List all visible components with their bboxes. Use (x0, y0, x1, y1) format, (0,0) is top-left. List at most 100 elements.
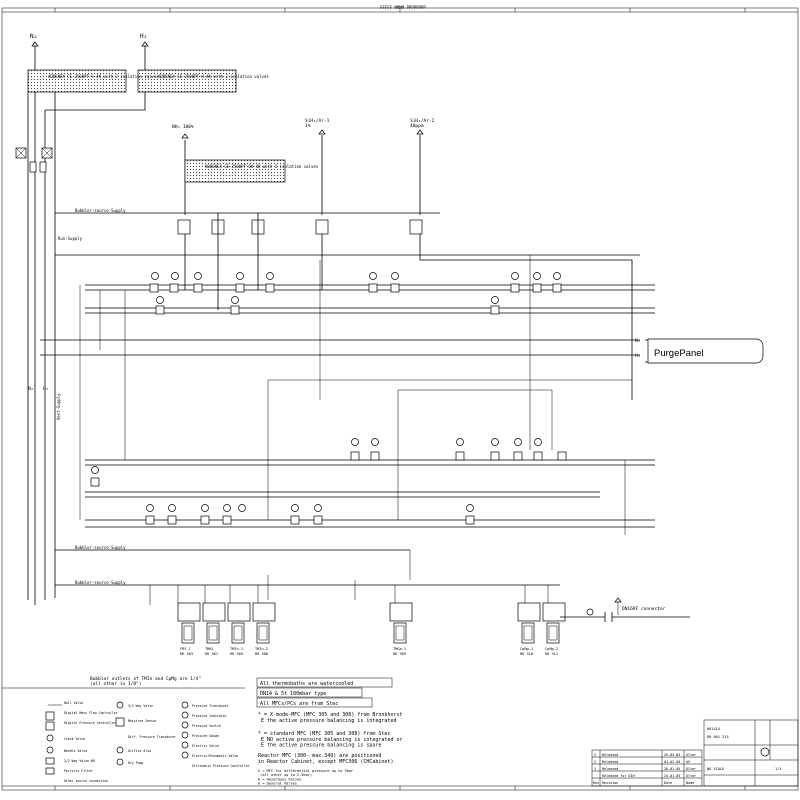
filter-icons-left (15, 147, 53, 173)
legend-2: Digital Pressure Controller (64, 721, 116, 725)
legend-8: Particle Filter (64, 769, 93, 773)
rev-4-text: Revision (602, 781, 618, 785)
frame-title: FFFFF MMMM PPPPPPPP (380, 5, 426, 10)
bubbler-cpmg1-name: CpMg-1 (520, 647, 533, 651)
bubbler-tmga1-name: TMGa-1 (393, 647, 406, 651)
legend3-6: Ultrasonic Pressure Controller (192, 764, 250, 768)
bubbler-row (177, 602, 566, 644)
rev-2-date: 26.01.05 (664, 767, 680, 771)
rev-0-by: Ulter (686, 753, 696, 757)
n2-source-label: N₂ (30, 33, 37, 40)
bubbler-tmin2 (252, 602, 276, 644)
input-nh3-label: NH₃ 100% (172, 124, 194, 130)
legend-10: Other source connection (64, 779, 108, 783)
legend-4: Check Valve (64, 737, 85, 741)
title-scale: NO SCALE (707, 767, 724, 771)
purge-panel-label: PurgePanel (654, 348, 704, 359)
valve-block-nh3-label: ADDENEX CE-2500PT-6K-4K with 2 isolation… (205, 164, 319, 169)
revision-rows: 3 Released 29.03.05 Ulter 2 Released 01.… (593, 753, 696, 785)
bubbler-tmin2-code: RH 306 (255, 652, 268, 656)
title-block (703, 719, 799, 787)
bubbler-tmin2-name: TMIn-2 (255, 647, 268, 651)
note-4: * = standard MFC (MFC 305 and 308) from … (258, 731, 403, 749)
note-6: X = MFC for differential pressure up to … (258, 769, 354, 785)
nh3-arrow-icon (181, 133, 189, 139)
valve-block-n2 (27, 69, 127, 93)
legend3-2: Pressure Switch (192, 724, 221, 728)
valve-block-n2-label: ADDENEX CE-2500PT-S-4K with 2 isolation … (48, 74, 159, 79)
pressure-gauge-icon (586, 608, 594, 616)
legend-6: 2/2 Way Valve NO (64, 759, 95, 763)
bubbler-tmga1 (389, 602, 413, 644)
rev-2-num: 1 (594, 767, 596, 771)
rev-2-text: Released (602, 767, 618, 771)
run-line-lower (85, 459, 655, 466)
legend3-4: Electric Valve (192, 744, 219, 748)
bubbler-tmal-code: RH 301 (205, 652, 218, 656)
legend2-4: Dry Pump (128, 761, 143, 765)
legend (45, 701, 189, 775)
h2-arrow-icon (141, 41, 149, 47)
dn16kf-label: DN16KF connector (622, 606, 666, 612)
legend-texts: Ball Valve Digital Mass Flow Controller … (64, 701, 250, 783)
bubbler-labels: FRS 1 RK 303 TMAl RH 301 TMIn-1 RK 305 T… (180, 647, 558, 656)
rev-4-num: Rev. (593, 781, 601, 785)
valve-row-upper (149, 272, 562, 315)
notes-block: All thermobaths are watercooled DN14 & 5… (256, 677, 403, 785)
rev-1-by: AV (686, 760, 690, 764)
legend2-3: Orifice Also (128, 749, 151, 753)
vent-supply-label: Vent-Supply (56, 393, 61, 420)
bubbler-tmin1-code: RK 305 (230, 652, 243, 656)
rev-1-text: Released (602, 760, 618, 764)
legend3-1: Pressure Indicator (192, 714, 227, 718)
note-0: All thermobaths are watercooled (260, 681, 353, 687)
rev-1-date: 01.02.05 (664, 760, 680, 764)
legend3-5: Electric/Pneumatic Valve (192, 754, 238, 758)
title-sheet: 1/1 (775, 767, 782, 771)
notes-header: Bubbler outlets of TMIn and CpMg are 1/4… (90, 676, 201, 687)
rev-2-by: Ulter (686, 767, 696, 771)
valve-block-nh3 (184, 159, 286, 183)
legend3-3: Pressure Gauge (192, 734, 219, 738)
purge-panel-box (647, 338, 764, 364)
note-3: * = X-mode-MFC (MFC 305 and 308) from Br… (258, 712, 403, 724)
interconnects (267, 255, 632, 520)
bubbler-cpmg2-name: CpMg-2 (545, 647, 558, 651)
rev-0-text: Released (602, 753, 618, 757)
sih4-2-arrow-icon (416, 129, 424, 135)
title-block-texts: 001414 DH 001 315 NO SCALE 1/1 (707, 727, 782, 771)
bubbler-frs1-code: RK 303 (180, 652, 193, 656)
rev-3-by: Ulter (686, 774, 696, 778)
h2-source-label: H₂ (140, 33, 147, 40)
legend-0: Ball Valve (64, 701, 83, 705)
bubbler-tmin1 (227, 602, 251, 644)
legend2-1: Moisture Sensor (128, 719, 157, 723)
bubbler-tmga1-code: RH 309 (393, 652, 406, 656)
bubbler-cpmg2 (542, 602, 566, 644)
bubbler-tmin1-name: TMIn-1 (230, 647, 243, 651)
note-2: All MFCs/PCs are from Stec (260, 701, 338, 707)
rev-3-date: 24.01.05 (664, 774, 680, 778)
legend3-0: Pressure Transducer (192, 704, 229, 708)
n2-left-label: N₂ (28, 386, 33, 392)
sih4-1-arrow-icon (318, 129, 326, 135)
bubbler-source-supply-3: Bubbler-source-Supply (75, 580, 126, 585)
legend2-2: Diff. Pressure Transducer (128, 735, 176, 739)
drawing-frame (1, 7, 799, 791)
legend2-0: 3/2 Way Valve (128, 704, 153, 708)
valve-block-h2-label: ADDENEX CE-2500PT-H-4K with 2 isolation … (158, 74, 269, 79)
projection-symbol-icon (760, 747, 770, 757)
title-drawing: DH 001 315 (707, 735, 729, 739)
rev-0-num: 3 (594, 753, 596, 757)
mfc-stack-sih4-1 (315, 219, 329, 290)
note-1: DN14 & 5t 100mbar type (260, 691, 326, 697)
h2-left-label: H₂ (43, 386, 48, 392)
run-line-bottom (85, 519, 655, 528)
rev-4-by: Name (686, 781, 694, 785)
legend-1: Digital Mass Flow Controller (64, 711, 118, 715)
valve-block-h2 (137, 69, 237, 93)
revision-table (591, 749, 703, 787)
